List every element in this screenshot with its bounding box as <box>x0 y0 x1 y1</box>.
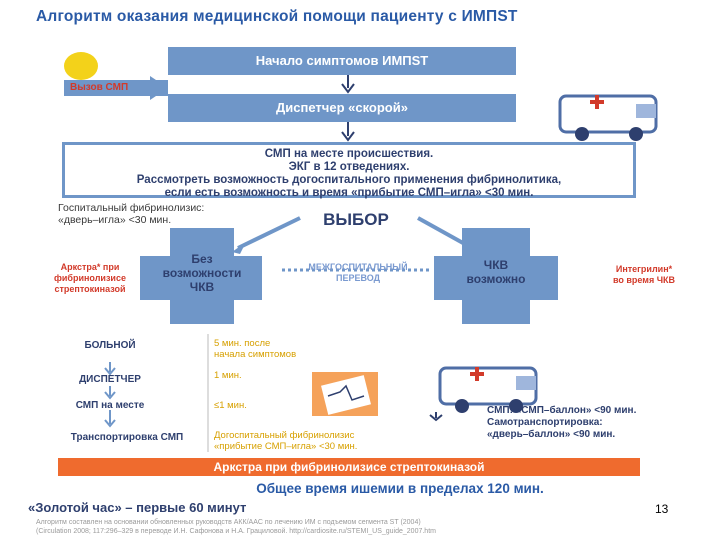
call-arrow-icon <box>150 76 168 100</box>
source-footnote: Алгоритм составлен на основании обновлен… <box>36 519 436 535</box>
timeline-dispatcher: ДИСПЕТЧЕР <box>79 374 141 385</box>
right-side-drug-note: Интегрилин* во время ЧКВ <box>612 264 676 285</box>
arrowhead-icon <box>232 242 246 254</box>
call-smp-label: Вызов СМП <box>64 80 168 96</box>
arrow-to-smp <box>429 412 443 422</box>
step-symptom-onset: Начало симптомов ИМПST <box>168 47 516 75</box>
golden-hour-label: «Золотой час» – первые 60 минут <box>28 500 247 515</box>
timeline-transport: Транспортировка СМП <box>70 432 184 443</box>
no-pci-cross-text: Без возможности ЧКВ <box>162 252 242 294</box>
page-number: 13 <box>655 502 669 516</box>
timeline-arrow-3 <box>104 410 116 428</box>
timeline-smp-time: ≤1 мин. <box>214 400 247 411</box>
right-cross-shape <box>434 228 558 324</box>
timeline-dispatcher-time: 1 мин. <box>214 370 242 381</box>
ambulance-icon <box>438 366 538 413</box>
step3-line: ЭКГ в 12 отведениях. <box>288 161 410 173</box>
ecg-paper-icon <box>312 372 378 416</box>
page-title: Алгоритм оказания медицинской помощи пац… <box>36 8 518 25</box>
down-arrow-icon <box>341 122 355 142</box>
total-ischemia-time: Общее время ишемии в пределах 120 мин. <box>256 481 544 496</box>
left-side-drug-note: Аркстра* при фибринолизисе стрептокиназо… <box>54 262 126 294</box>
step3-line: СМП на месте происшествия. <box>264 148 434 160</box>
choice-label: ВЫБОР <box>323 210 389 229</box>
interhospital-transfer-label: МЕЖГОСПИТАЛЬНЫЙ ПЕРЕВОД <box>308 262 408 283</box>
timeline-smp-on-site: СМП на месте <box>75 400 145 411</box>
streptokinase-bar: Аркстра при фибринолизисе стрептокиназой <box>58 458 640 476</box>
step3-line: если есть возможность и время «прибытие … <box>164 187 534 199</box>
timeline-patient-time: 5 мин. после начала симптомов <box>214 338 297 360</box>
arrow-left-choice <box>237 216 301 250</box>
smp-balloon-notes: СМП: «СМП–баллон» <90 мин. Самотранспорт… <box>487 405 637 440</box>
timeline-arrow-1 <box>104 362 116 376</box>
phone-call-icon <box>64 52 98 80</box>
step3-line: Рассмотреть возможность догоспитального … <box>136 174 562 186</box>
timeline-arrow-2 <box>104 386 116 400</box>
left-cross-shape <box>140 228 262 324</box>
hospital-fibrinolysis-note: Госпитальный фибринолизис: «дверь–игла» … <box>58 202 205 226</box>
down-arrow-icon <box>341 75 355 94</box>
pci-possible-cross-text: ЧКВ возможно <box>466 258 526 286</box>
timeline-transport-time: Догоспитальный фибринолизис «прибытие СМ… <box>214 430 358 452</box>
timeline-patient: БОЛЬНОЙ <box>84 340 136 351</box>
ambulance-icon <box>558 94 658 141</box>
step-smp-on-site: СМП на месте происшествия. ЭКГ в 12 отве… <box>62 142 636 199</box>
step-dispatcher: Диспетчер «скорой» <box>168 94 516 122</box>
